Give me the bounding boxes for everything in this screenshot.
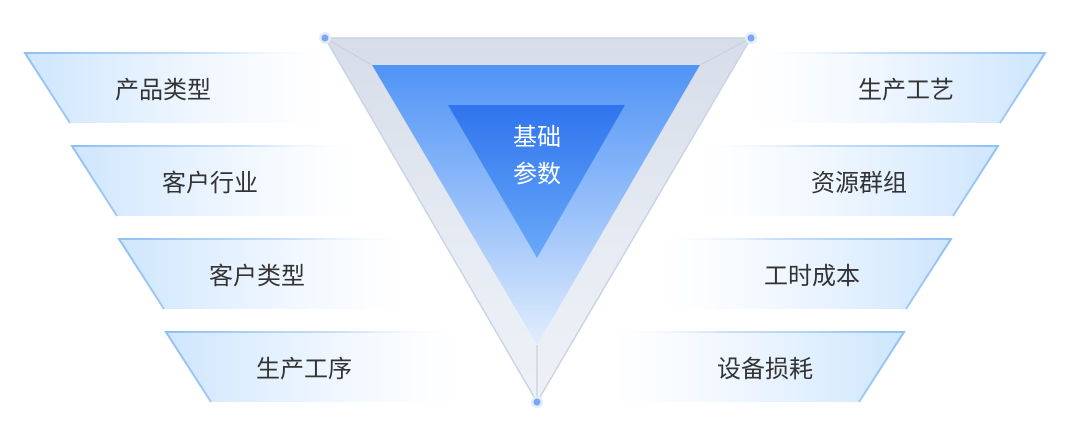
right-band-1-label: 生产工艺 bbox=[858, 76, 954, 104]
corner-dot-top-right-core bbox=[747, 34, 755, 42]
left-band-2: 客户行业 bbox=[70, 145, 360, 217]
right-band-3: 工时成本 bbox=[660, 238, 953, 310]
left-band-3-label: 客户类型 bbox=[209, 262, 305, 290]
right-band-2: 资源群组 bbox=[700, 145, 1000, 217]
right-band-2-label: 资源群组 bbox=[811, 169, 907, 197]
core-label-line1: 基础 bbox=[513, 123, 561, 151]
left-band-1: 产品类型 bbox=[23, 52, 330, 124]
facet-line-right bbox=[699, 37, 752, 66]
right-band-4-label: 设备损耗 bbox=[717, 355, 813, 383]
right-band-1: 生产工艺 bbox=[750, 52, 1047, 124]
core-label-line2: 参数 bbox=[513, 160, 561, 188]
left-band-4: 生产工序 bbox=[164, 331, 460, 403]
core-triangle bbox=[448, 105, 625, 258]
left-band-3: 客户类型 bbox=[117, 238, 410, 310]
left-band-2-label: 客户行业 bbox=[162, 169, 258, 197]
corner-dot-top-left-core bbox=[321, 34, 329, 42]
right-band-4: 设备损耗 bbox=[610, 331, 906, 403]
left-band-4-label: 生产工序 bbox=[256, 355, 352, 383]
left-band-1-label: 产品类型 bbox=[115, 76, 211, 104]
right-band-3-label: 工时成本 bbox=[764, 262, 860, 290]
corner-dot-bottom-core bbox=[533, 398, 541, 406]
facet-line-left bbox=[324, 37, 373, 66]
